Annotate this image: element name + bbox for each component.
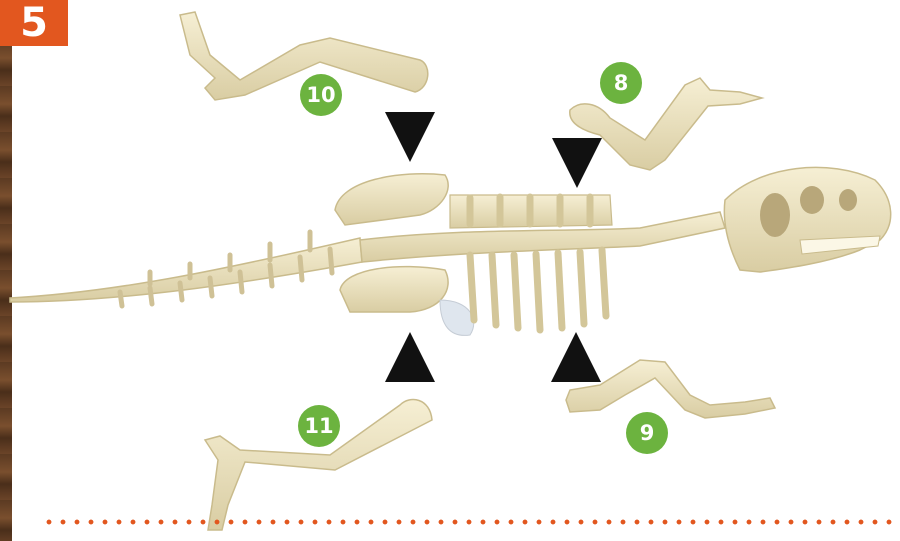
part-number-badge: 9 [626,412,668,454]
part-number-badge: 8 [600,62,642,104]
front-right-leg-bone [570,78,762,170]
tail-bone [10,232,362,306]
hind-right-leg-bone [566,360,775,418]
part-number-badge: 10 [300,74,342,116]
part-number-badge: 11 [298,405,340,447]
skull-bone [724,167,890,272]
dotted-divider [42,519,900,525]
